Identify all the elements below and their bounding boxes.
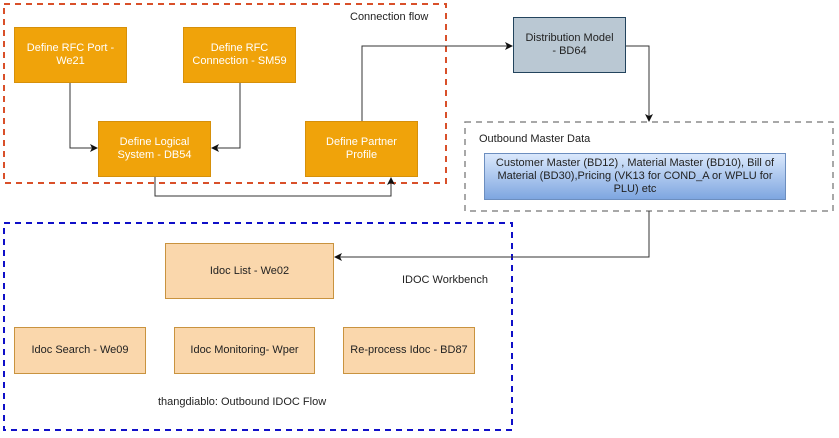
edge-rfc-port-to-logical-system [69,83,98,152]
connection-flow-label: Connection flow [350,11,429,23]
node-label: Idoc List - We02 [209,264,290,277]
define-logical-system-node[interactable]: Define Logical System - DB54 [98,121,211,177]
edge-partner-profile-to-distribution-model [361,42,513,121]
node-label: Define RFC Connection - SM59 [192,42,287,67]
master-data-node[interactable]: Customer Master (BD12) , Material Master… [484,153,786,200]
connection-flow-group [3,3,447,184]
define-rfc-port-node[interactable]: Define RFC Port - We21 [14,27,127,83]
edge-rfc-connection-to-logical-system [211,83,241,152]
edge-distribution-model-to-master-data [626,45,653,122]
define-rfc-connection-node[interactable]: Define RFC Connection - SM59 [183,27,296,83]
idoc-monitoring-node[interactable]: Idoc Monitoring- Wper [174,327,315,374]
node-label: Define Partner Profile [326,136,397,161]
edge-master-data-to-idoc-list [334,211,650,261]
node-label: Idoc Search - We09 [31,344,129,356]
reprocess-idoc-node[interactable]: Re-process Idoc - BD87 [343,327,475,374]
idoc-workbench-group [3,222,513,431]
node-label: Distribution Model - BD64 [525,32,614,57]
node-label: Define RFC Port - We21 [26,42,115,67]
idoc-search-node[interactable]: Idoc Search - We09 [14,327,146,374]
distribution-model-node[interactable]: Distribution Model - BD64 [513,17,626,73]
define-partner-profile-node[interactable]: Define Partner Profile [305,121,418,177]
idoc-workbench-label: IDOC Workbench [402,274,488,286]
idoc-list-node[interactable]: Idoc List - We02 [165,243,334,299]
node-label: Idoc Monitoring- Wper [190,344,299,356]
node-label: Define Logical System - DB54 [117,136,192,161]
node-label: Customer Master (BD12) , Material Master… [495,157,775,195]
diagram-caption: thangdiablo: Outbound IDOC Flow [158,396,327,408]
outbound-master-data-label: Outbound Master Data [479,133,591,145]
node-label: Re-process Idoc - BD87 [350,344,468,356]
edge-logical-system-to-partner-profile [154,177,395,197]
